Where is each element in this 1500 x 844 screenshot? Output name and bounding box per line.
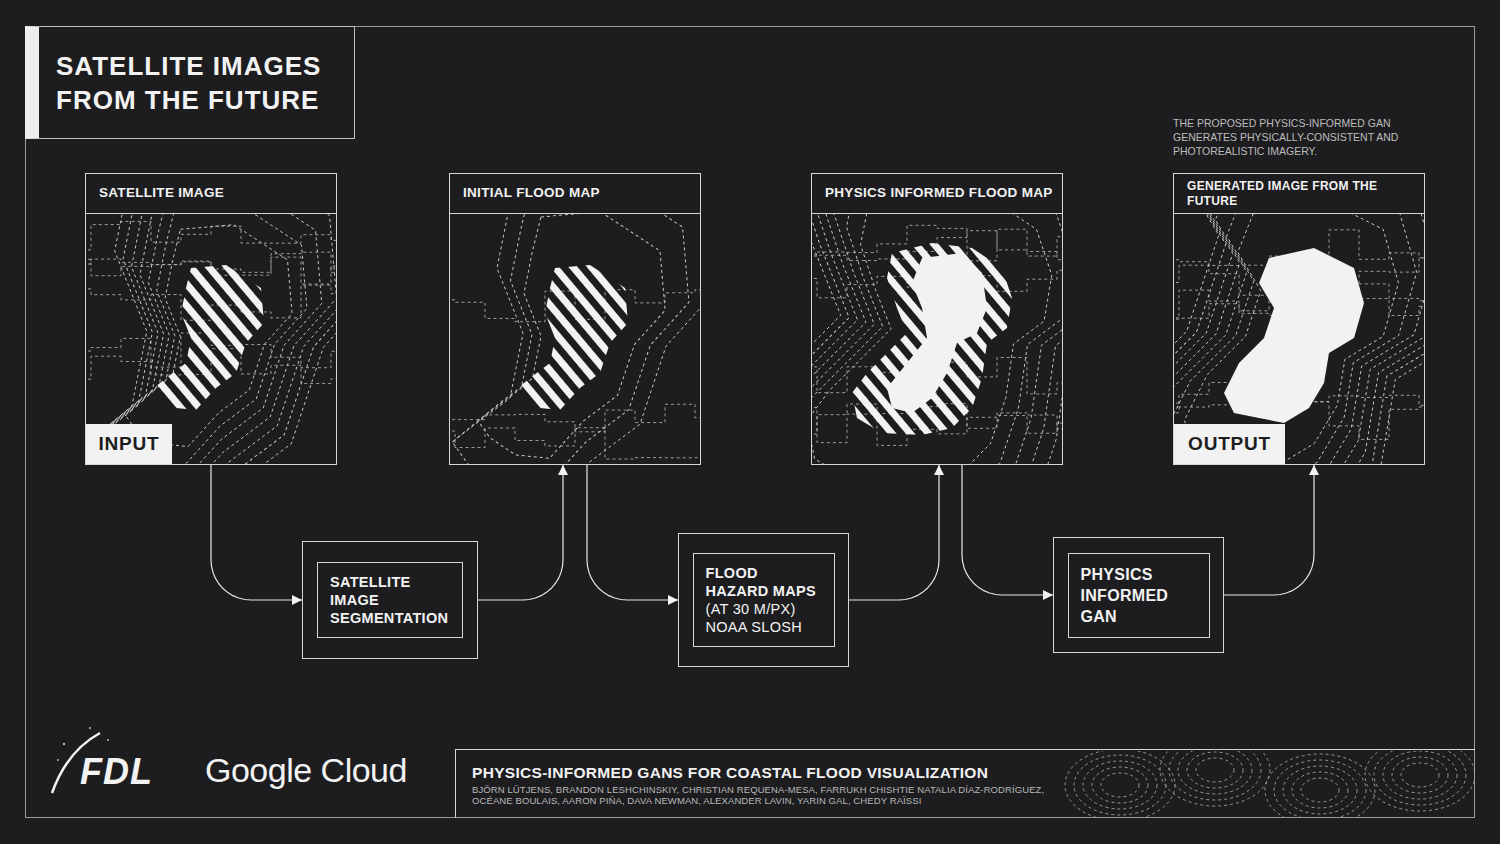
- paper-texture: [1065, 751, 1475, 817]
- inner-frame: SATELLITE IMAGE SEGMENTATION: [317, 562, 463, 638]
- title-box: SATELLITE IMAGES FROM THE FUTURE: [25, 26, 355, 139]
- image-panel: GENERATED IMAGE FROM THE FUTURE OUTPUT: [1173, 173, 1425, 465]
- inner-frame: FLOOD HAZARD MAPS(AT 30 M/PX) NOAA SLOSH: [693, 553, 835, 647]
- panel-title: PHYSICS INFORMED FLOOD MAP: [825, 185, 1053, 201]
- panel-header: INITIAL FLOOD MAP: [450, 174, 700, 214]
- panel-title: INITIAL FLOOD MAP: [463, 185, 600, 201]
- outer-frame: [26, 27, 1475, 818]
- flow-connector: [849, 465, 939, 600]
- logo-wordmark: Google Cloud: [205, 751, 407, 790]
- panel-header: SATELLITE IMAGE: [86, 174, 336, 214]
- panel-title: SATELLITE IMAGE: [99, 185, 224, 201]
- flow-connector: [962, 465, 1053, 595]
- image-panel: PHYSICS INFORMED FLOOD MAP: [811, 173, 1063, 465]
- logo-wordmark: FDL: [80, 751, 153, 793]
- process-label: SATELLITE IMAGE SEGMENTATION: [330, 573, 450, 627]
- inner-frame: PHYSICS INFORMED GAN: [1068, 553, 1210, 638]
- process-label: PHYSICS INFORMED GAN: [1081, 564, 1197, 627]
- output-tab: OUTPUT: [1174, 424, 1285, 464]
- process-box: SATELLITE IMAGE SEGMENTATION: [302, 541, 478, 659]
- io-tag: INPUT: [99, 433, 160, 455]
- flow-connector: [1224, 465, 1314, 595]
- flow-connector: [211, 465, 302, 600]
- flow-connector: [587, 465, 678, 600]
- image-panel: SATELLITE IMAGE INPUT: [85, 173, 337, 465]
- process-detail: (AT 30 M/PX) NOAA SLOSH: [706, 600, 822, 636]
- process-label: FLOOD HAZARD MAPS: [706, 564, 822, 600]
- panel-title: GENERATED IMAGE FROM THE FUTURE: [1187, 179, 1414, 208]
- process-box: PHYSICS INFORMED GAN: [1053, 537, 1224, 653]
- paper-title: PHYSICS-INFORMED GANS FOR COASTAL FLOOD …: [472, 764, 1459, 782]
- panel-header: PHYSICS INFORMED FLOOD MAP: [812, 174, 1062, 214]
- image-panel: INITIAL FLOOD MAP: [449, 173, 701, 465]
- input-tab: INPUT: [86, 424, 172, 464]
- author-list: BJÖRN LÜTJENS, BRANDON LESHCHINSKIY, CHR…: [472, 784, 1072, 807]
- paper-credit-box: PHYSICS-INFORMED GANS FOR COASTAL FLOOD …: [455, 749, 1475, 818]
- process-box: FLOOD HAZARD MAPS(AT 30 M/PX) NOAA SLOSH: [678, 533, 849, 667]
- title: SATELLITE IMAGES FROM THE FUTURE: [56, 49, 346, 117]
- flow-connector: [478, 465, 563, 600]
- annotation-note: THE PROPOSED PHYSICS-INFORMED GAN GENERA…: [1173, 116, 1418, 158]
- io-tag: OUTPUT: [1188, 433, 1271, 455]
- panel-header: GENERATED IMAGE FROM THE FUTURE: [1174, 174, 1424, 214]
